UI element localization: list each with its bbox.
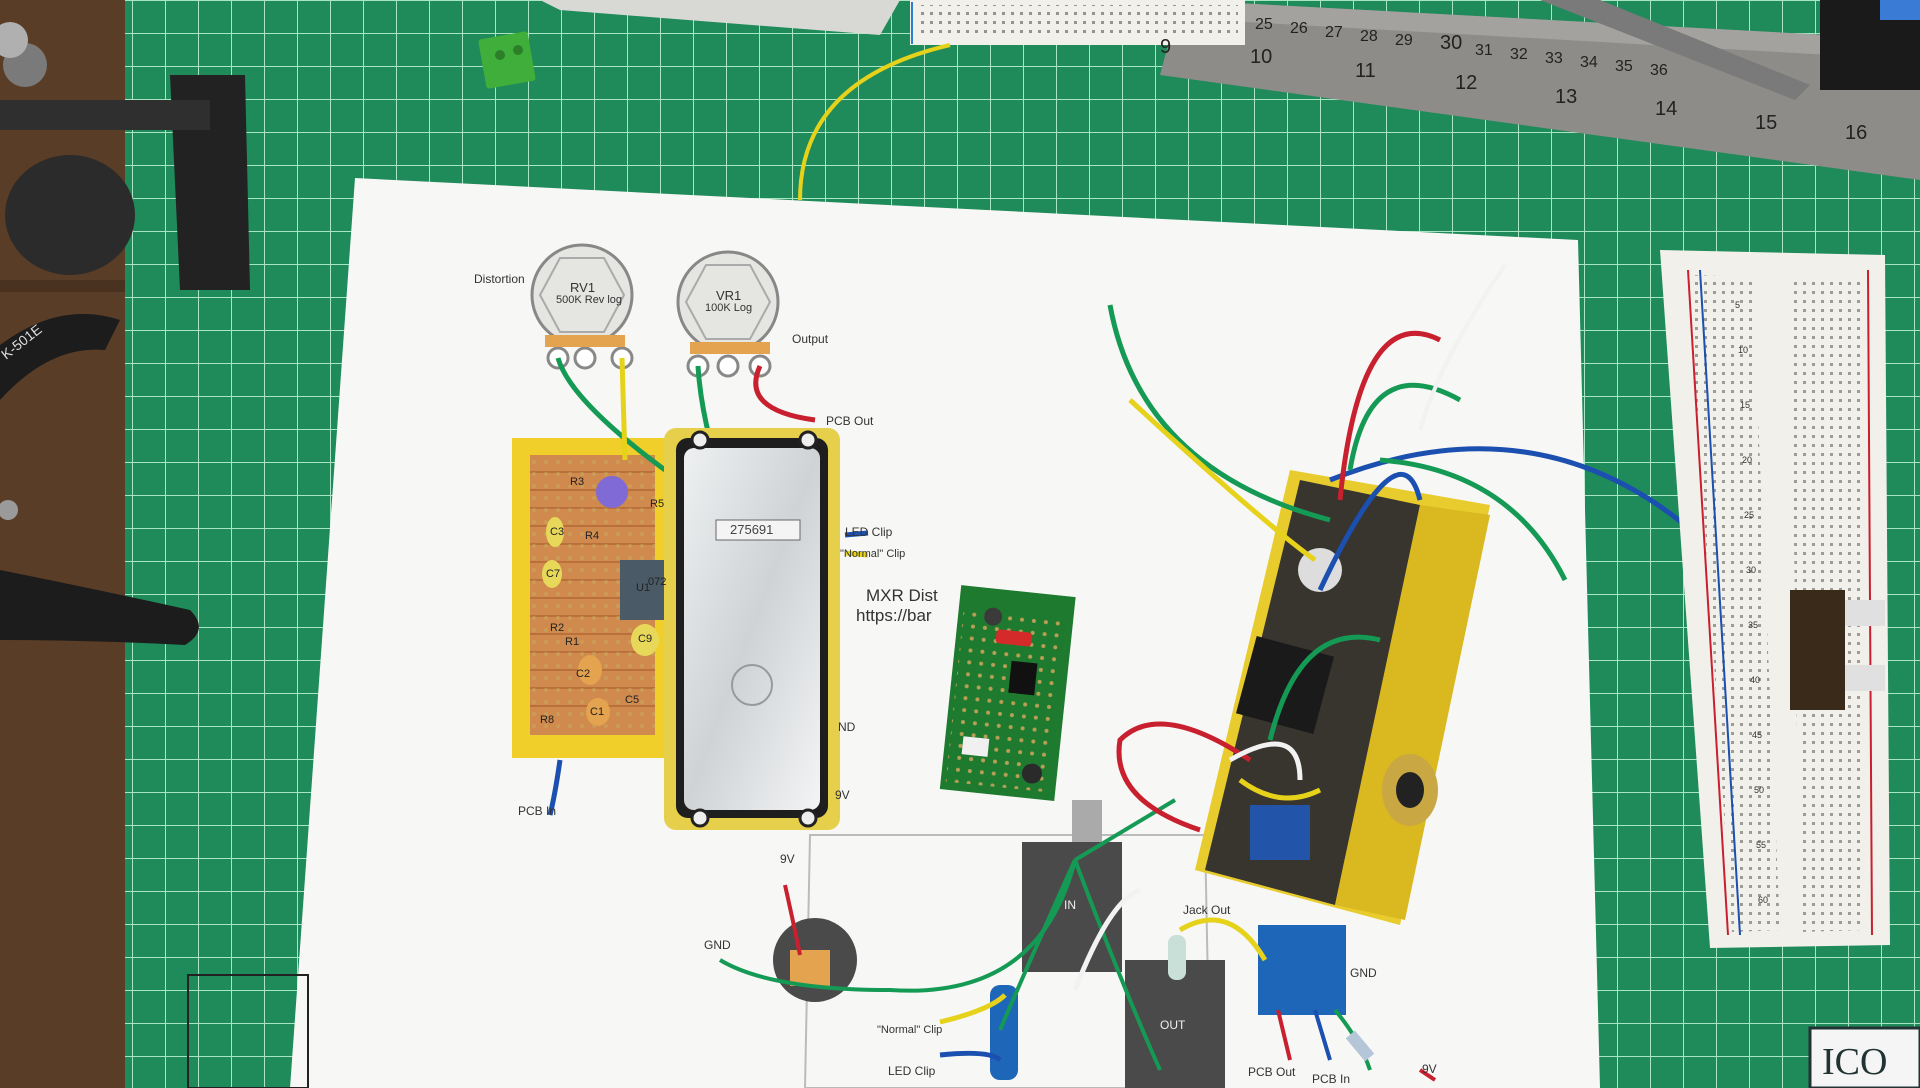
breadboard-row-number: 15 [1740,400,1751,410]
wiring-label: GND [704,938,731,952]
corner-logo-text: ICO [1822,1041,1888,1083]
ruler-label-small: 33 [1545,50,1563,67]
wiring-label: IN [1064,898,1076,912]
component-label: C9 [638,633,653,645]
breadboard-row-number: 30 [1746,565,1757,575]
wiring-label: Jack Out [1183,903,1231,917]
ruler-label-small: 29 [1395,32,1413,49]
ruler-label-small: 27 [1325,24,1343,41]
diagram-url: https://bar [856,606,932,625]
diagram-title: MXR Dist [866,586,938,605]
pot-label: Output [792,332,829,346]
wiring-label: GND [1350,966,1377,980]
wiring-label: 9V [780,852,795,866]
metal-ruler [1160,0,1920,180]
diagram-label: 9V [835,788,850,802]
right-breadboard [1660,250,1890,948]
wiring-label: PCB In [1312,1072,1351,1086]
wiring-label: OUT [1160,1018,1186,1032]
breadboard-row-number: 25 [1744,510,1755,520]
component-label: 072 [648,576,667,588]
top-breadboard [910,0,1245,45]
ruler-label-small: 31 [1475,42,1493,59]
ruler-label: 14 [1655,98,1678,120]
breadboard-row-number: 50 [1754,785,1765,795]
diagram-label: ND [838,720,856,734]
component-label: R1 [565,636,580,648]
breadboard-row-number: 10 [1738,345,1749,355]
helping-hand [0,22,250,290]
ruler-label: 15 [1755,112,1778,134]
pcb-board [939,585,1076,802]
component-label: C7 [546,568,561,580]
component-label: R3 [570,476,585,488]
ruler-label-small: 26 [1290,20,1308,37]
wiring-label: 9V [1422,1062,1437,1076]
breadboard-row-number: 55 [1756,840,1767,850]
ruler-label-small: 35 [1615,58,1633,75]
pliers [0,313,199,645]
pedal-enclosure [1195,470,1490,925]
wiring-label: LED Clip [888,1064,936,1078]
stripboard-layout [512,438,672,758]
ruler-label-small: 34 [1580,54,1598,71]
ruler-label-small: 30 [1440,32,1463,54]
breadboard-row-number: 5 [1735,300,1741,310]
enclosure-stamp: 275691 [730,522,774,537]
ruler-label-small: 36 [1650,62,1668,79]
diagram-label: LED Clip [845,525,893,539]
pot-value: 100K Log [705,302,753,314]
component-label: U1 [636,582,651,594]
ruler-label: 16 [1845,122,1868,144]
wiring-label: PCB Out [1248,1065,1296,1079]
diagram-label: PCB In [518,804,557,818]
terminal-block [478,31,536,89]
component-label: R8 [540,714,555,726]
pen [1540,0,1810,100]
ruler-label: 12 [1455,72,1478,94]
component-label: C2 [576,668,591,680]
breadboard-row-number: 45 [1752,730,1763,740]
diagram-label: PCB Out [826,414,874,428]
ruler-label: 10 [1250,46,1273,68]
ruler-label: 13 [1555,86,1578,108]
breadboard-row-number: 20 [1742,455,1753,465]
pot-label: Distortion [474,272,525,286]
ruler-label: 11 [1355,60,1376,82]
wiring-label: "Normal" Clip [877,1024,943,1036]
pot-vr1 [676,250,780,378]
diagram-label: "Normal" Clip [840,548,906,560]
pot-value: 500K Rev log [556,294,623,306]
breadboard-row-number: 40 [1750,675,1761,685]
ruler-label-small: 32 [1510,46,1528,63]
breadboard-row-number: 60 [1758,895,1769,905]
component-label: C5 [625,694,640,706]
component-label: C1 [590,706,605,718]
ruler-label-small: 28 [1360,28,1378,45]
ruler-label: 9 [1160,36,1172,58]
component-label: R5 [650,498,665,510]
pot-rv1 [530,243,634,370]
pot-name: RV1 [570,280,596,295]
breadboard-row-number: 35 [1748,620,1759,630]
component-label: R4 [585,530,600,542]
ruler-label-small: 25 [1255,16,1273,33]
component-label: R2 [550,622,565,634]
pot-name: VR1 [716,288,742,303]
enclosure-lid [664,428,840,830]
component-label: C3 [550,526,565,538]
